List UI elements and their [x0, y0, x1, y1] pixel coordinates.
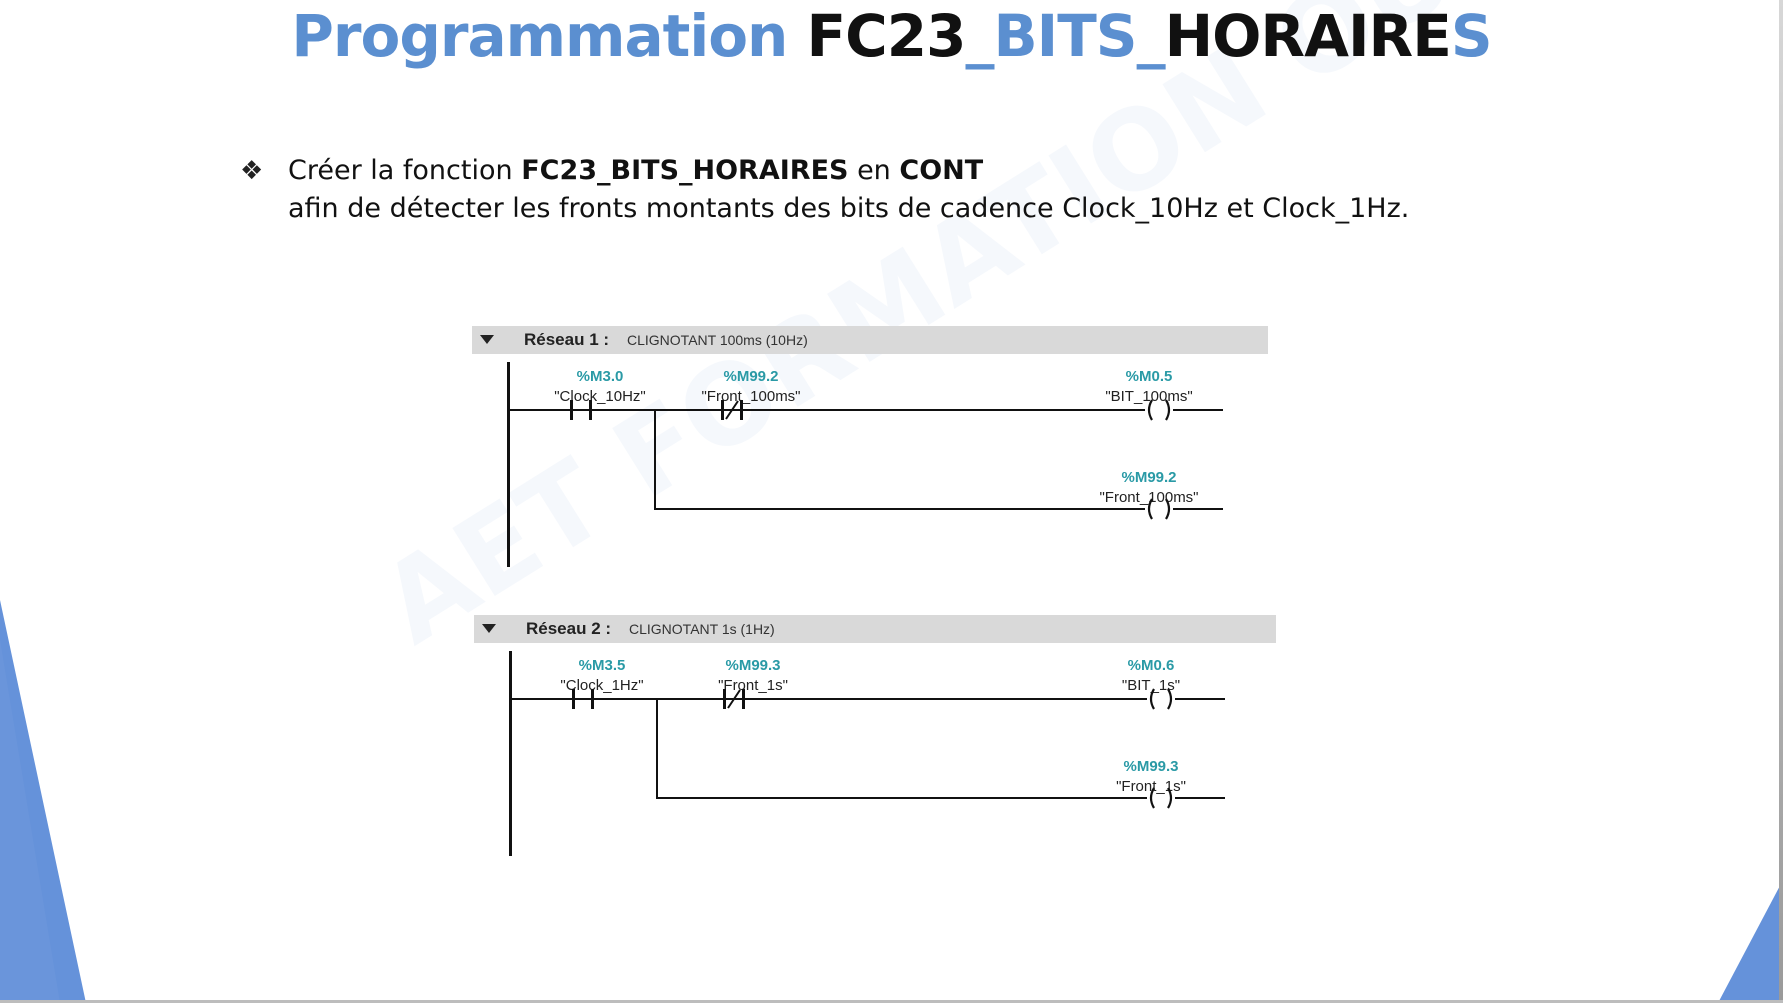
- instruction-text: Créer la fonction FC23_BITS_HORAIRES en …: [288, 152, 1688, 228]
- page-title: Programmation FC23_BITS_HORAIRES: [0, 2, 1783, 70]
- power-rail: [507, 362, 510, 567]
- title-part: _BITS_: [965, 2, 1165, 70]
- branch-wire: [656, 698, 658, 798]
- wire: [512, 698, 647, 700]
- contact-symbol: "Front_100ms": [701, 388, 801, 405]
- collapse-triangle-icon[interactable]: [482, 624, 496, 633]
- title-part: HORAIRE: [1164, 2, 1452, 70]
- contact-address: %M99.3: [725, 657, 781, 674]
- contact-address: %M99.2: [723, 368, 779, 385]
- contact-symbol: "Clock_10Hz": [554, 388, 646, 405]
- coil-symbol: "BIT_1s": [1121, 677, 1181, 694]
- instruction-segment: en: [848, 155, 900, 186]
- wire: [654, 508, 1145, 510]
- title-part: S: [1450, 2, 1493, 70]
- wire: [1175, 797, 1225, 799]
- network-label: Réseau 2 :: [526, 619, 612, 638]
- ladder-diagram: %M3.5 "Clock_1Hz" %M99.3 "Front_1s" %M0.…: [474, 643, 1276, 860]
- left-blue-triangle-light: [0, 640, 60, 1003]
- network-header[interactable]: Réseau 2 : CLIGNOTANT 1s (1Hz): [474, 615, 1276, 643]
- network-comment: CLIGNOTANT 100ms (10Hz): [627, 332, 808, 348]
- wire: [1173, 409, 1223, 411]
- coil-address: %M0.6: [1127, 657, 1175, 674]
- contact-address: %M3.5: [578, 657, 626, 674]
- ladder-network-1: Réseau 1 : CLIGNOTANT 100ms (10Hz) %M3.0…: [472, 326, 1268, 571]
- nc-contact-icon[interactable]: [721, 400, 747, 420]
- wire: [749, 698, 1147, 700]
- contact-address: %M3.0: [576, 368, 624, 385]
- slide-edge-right: [1779, 0, 1783, 1003]
- contact-symbol: "Clock_1Hz": [560, 677, 644, 694]
- coil-symbol: "Front_100ms": [1099, 489, 1199, 506]
- wire: [747, 409, 1145, 411]
- diamond-bullet-icon: ❖: [240, 155, 264, 185]
- coil-icon[interactable]: [1146, 787, 1176, 809]
- wire: [1175, 698, 1225, 700]
- title-part: Programmation: [291, 2, 807, 70]
- collapse-triangle-icon[interactable]: [480, 335, 494, 344]
- instruction-segment: FC23_BITS_HORAIRES: [521, 155, 849, 186]
- wire: [1173, 508, 1223, 510]
- no-contact-icon[interactable]: [570, 400, 598, 420]
- power-rail: [509, 651, 512, 856]
- ladder-diagram: %M3.0 "Clock_10Hz" %M99.2 "Front_100ms" …: [472, 354, 1268, 571]
- coil-symbol: "BIT_100ms": [1105, 388, 1193, 405]
- coil-icon[interactable]: [1146, 688, 1176, 710]
- slide-edge-bottom: [0, 1000, 1783, 1003]
- coil-address: %M0.5: [1125, 368, 1173, 385]
- right-blue-triangle: [1718, 880, 1783, 1003]
- coil-address: %M99.2: [1121, 469, 1177, 486]
- wire: [510, 409, 645, 411]
- instruction-line-2: afin de détecter les fronts montants des…: [288, 193, 1410, 224]
- no-contact-icon[interactable]: [572, 689, 600, 709]
- coil-icon[interactable]: [1144, 399, 1174, 421]
- ladder-network-2: Réseau 2 : CLIGNOTANT 1s (1Hz) %M3.5 "Cl…: [474, 615, 1276, 860]
- instruction-segment: Créer la fonction: [288, 155, 522, 186]
- branch-wire: [654, 409, 656, 509]
- contact-symbol: "Front_1s": [718, 677, 788, 694]
- wire: [656, 797, 1147, 799]
- coil-icon[interactable]: [1144, 498, 1174, 520]
- network-comment: CLIGNOTANT 1s (1Hz): [629, 621, 775, 637]
- network-header[interactable]: Réseau 1 : CLIGNOTANT 100ms (10Hz): [472, 326, 1268, 354]
- nc-contact-icon[interactable]: [723, 689, 749, 709]
- network-label: Réseau 1 :: [524, 330, 610, 349]
- title-part: FC23: [806, 2, 967, 70]
- instruction-segment: CONT: [899, 155, 984, 186]
- coil-address: %M99.3: [1123, 758, 1179, 775]
